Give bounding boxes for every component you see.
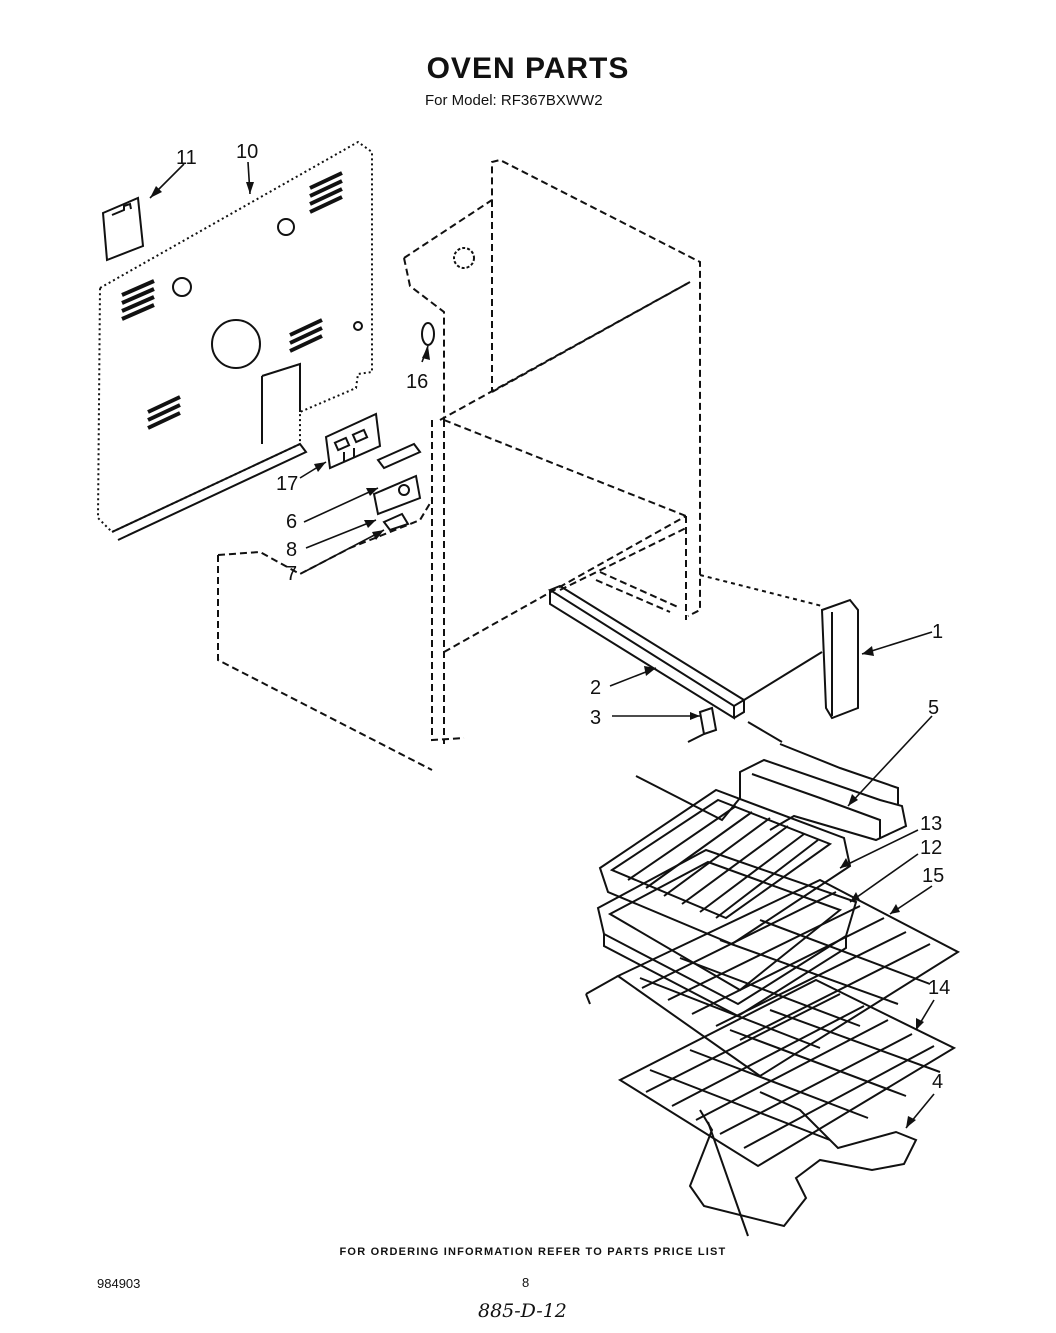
callout-16: 16 (406, 371, 428, 393)
rear-panel (96, 140, 373, 541)
callout-10: 10 (236, 141, 258, 163)
part-2-rail (547, 584, 746, 720)
callout-17: 17 (276, 473, 298, 495)
callout-2: 2 (590, 677, 601, 699)
document-number: 984903 (97, 1276, 141, 1291)
callout-8: 8 (286, 539, 297, 561)
callout-13: 13 (920, 813, 942, 835)
part-11-plate (101, 196, 145, 262)
callout-1: 1 (932, 621, 943, 643)
callout-3: 3 (590, 707, 601, 729)
callout-12: 12 (920, 837, 942, 859)
leader-rail-trim (743, 651, 823, 701)
callout-7: 7 (286, 563, 297, 585)
callout-14: 14 (928, 977, 950, 999)
leader-lines (149, 161, 935, 1129)
part-14-oven-rack (617, 978, 957, 1168)
model-subtitle: For Model: RF367BXWW2 (425, 92, 603, 109)
callout-5: 5 (928, 697, 939, 719)
part-5-bake-element (635, 721, 908, 842)
handwritten-note: 885-D-12 (478, 1300, 567, 1322)
callout-numbers: 11 10 16 17 6 8 7 1 2 3 5 13 12 15 14 4 (176, 141, 950, 1093)
part-4-broil-element (688, 1091, 918, 1237)
leader-dashed-1 (699, 574, 823, 607)
cabinet-hole (453, 247, 475, 269)
page-title: OVEN PARTS (426, 52, 630, 85)
part-3-clip (687, 706, 718, 743)
part-13-broil-grid (598, 788, 852, 946)
ordering-note: FOR ORDERING INFORMATION REFER TO PARTS … (339, 1246, 727, 1258)
callout-4: 4 (932, 1071, 943, 1093)
callout-15: 15 (922, 865, 944, 887)
part-15-oven-rack (585, 878, 961, 1078)
callout-6: 6 (286, 511, 297, 533)
leader-arrowheads (150, 182, 924, 1128)
part-17-bracket (324, 412, 382, 470)
oven-cabinet (217, 158, 701, 771)
callout-11: 11 (176, 147, 197, 169)
part-16-plug (421, 322, 435, 346)
hinge-hardware (372, 442, 422, 532)
part-1-trim (820, 598, 859, 720)
page-number: 8 (522, 1275, 530, 1290)
